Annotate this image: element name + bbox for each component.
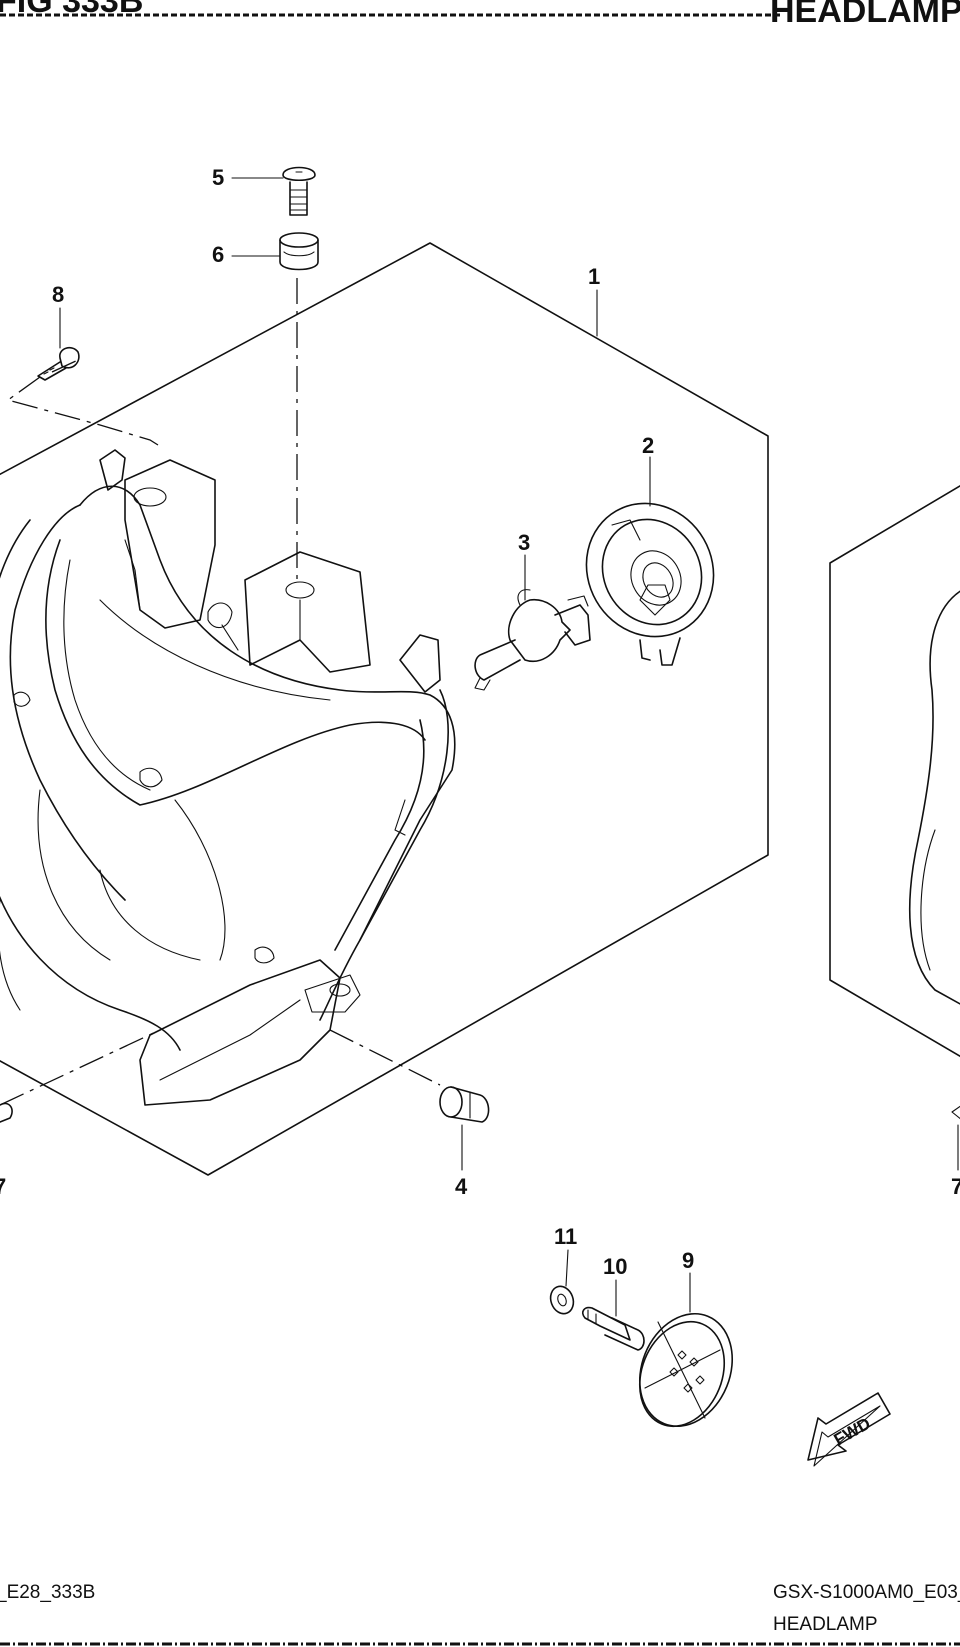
grommet-part-6	[279, 232, 319, 271]
screw-part-5	[282, 166, 316, 216]
footer-model-code: GSX-S1000AM0_E03_	[773, 1582, 960, 1603]
fastener-alignment-lines	[0, 278, 441, 1106]
footer-left-code: _E28_333B	[0, 1582, 95, 1603]
header-fig-code: FIG 333B	[0, 0, 143, 20]
bulb-part-4	[439, 1086, 490, 1123]
part-label-8: 8	[52, 282, 64, 307]
page-footer: _E28_333B GSX-S1000AM0_E03_ HEADLAMP	[0, 1582, 960, 1646]
footer-section-title: HEADLAMP	[773, 1614, 878, 1635]
leader-lines	[59, 177, 959, 1317]
part-label-11: 11	[554, 1224, 577, 1249]
page-header: FIG 333B HEADLAMP	[0, 0, 960, 30]
washer-part-11	[549, 1285, 575, 1315]
header-title: HEADLAMP	[770, 0, 960, 30]
fwd-direction-arrow: FWD	[807, 1392, 891, 1467]
screw-part-8	[37, 346, 80, 381]
headlamp-right-partial	[908, 590, 960, 1120]
assembly-frame-right	[829, 484, 960, 1058]
part-number-callouts: 1 2 3 4 5 6 7 7 8 9 10 11	[0, 165, 960, 1279]
fwd-label: FWD	[831, 1414, 874, 1450]
part-label-7-right: 7	[951, 1174, 960, 1199]
headlamp-housing	[0, 449, 456, 1123]
part-label-10: 10	[603, 1254, 627, 1279]
part-label-1: 1	[588, 264, 600, 289]
reflector-part-9	[638, 1312, 734, 1428]
part-label-7-left: 7	[0, 1174, 6, 1199]
assembly-frame-main	[0, 242, 769, 1176]
part-label-3: 3	[518, 530, 530, 555]
part-label-5: 5	[212, 165, 224, 190]
part-label-2: 2	[642, 433, 654, 458]
bolt-part-10	[582, 1306, 645, 1351]
part-label-9: 9	[682, 1248, 694, 1273]
socket-cap-part-2	[585, 502, 715, 666]
bulb-part-3	[474, 589, 591, 691]
part-label-4: 4	[455, 1174, 468, 1199]
part-label-6: 6	[212, 242, 224, 267]
